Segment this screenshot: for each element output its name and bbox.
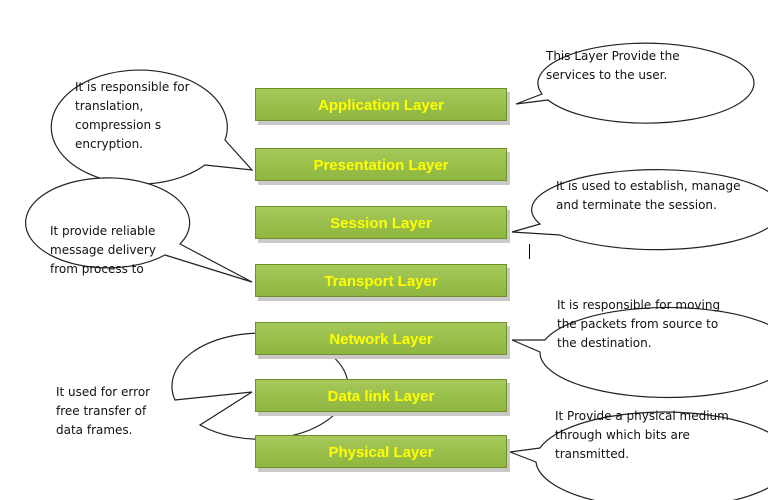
bubble-line: It provide reliable bbox=[50, 224, 156, 238]
bubble-line: message delivery bbox=[50, 243, 156, 257]
layer-datalink: Data link Layer bbox=[255, 379, 507, 412]
bubble-text-physical: It Provide a physical medium through whi… bbox=[555, 407, 729, 464]
bubble-line: encryption. bbox=[75, 137, 144, 151]
layer-application: Application Layer bbox=[255, 88, 507, 121]
layer-physical: Physical Layer bbox=[255, 435, 507, 468]
layer-transport: Transport Layer bbox=[255, 264, 507, 297]
bubble-session bbox=[511, 169, 768, 251]
bubble-line: It is used to establish, manage bbox=[556, 179, 741, 193]
bubble-line: translation, bbox=[75, 99, 144, 113]
bubble-line: the packets from source to bbox=[557, 317, 719, 331]
bubble-text-datalink: It used for error free transfer of data … bbox=[56, 383, 150, 440]
bubble-line: It is responsible for bbox=[75, 80, 190, 94]
bubble-line: transmitted. bbox=[555, 447, 630, 461]
layer-network: Network Layer bbox=[255, 322, 507, 355]
bubble-line: services to the user. bbox=[546, 68, 668, 82]
bubble-text-presentation: It is responsible for translation, compr… bbox=[75, 78, 190, 154]
bubble-line: through which bits are bbox=[555, 428, 690, 442]
bubble-line: the destination. bbox=[557, 336, 652, 350]
bubble-text-session: It is used to establish, manage and term… bbox=[556, 177, 740, 215]
bubble-line: It is responsible for moving bbox=[557, 298, 721, 312]
bubble-network bbox=[511, 306, 768, 399]
bubble-line: from process to bbox=[50, 262, 144, 276]
bubble-text-transport: It provide reliable message delivery fro… bbox=[50, 222, 156, 279]
bubble-physical bbox=[509, 411, 768, 500]
bubble-line: It Provide a physical medium bbox=[555, 409, 729, 423]
layer-session: Session Layer bbox=[255, 206, 507, 239]
bubble-text-network: It is responsible for moving the packets… bbox=[557, 296, 720, 353]
bubble-line: This Layer Provide the bbox=[546, 49, 680, 63]
bubble-line: free transfer of bbox=[56, 404, 147, 418]
layer-presentation: Presentation Layer bbox=[255, 148, 507, 181]
bubble-text-application: This Layer Provide the services to the u… bbox=[546, 47, 680, 85]
bubble-line: and terminate the session. bbox=[556, 198, 717, 212]
bubble-line: compression s bbox=[75, 118, 162, 132]
bubble-application bbox=[515, 42, 755, 124]
bubble-line: data frames. bbox=[56, 423, 133, 437]
bubble-line: It used for error bbox=[56, 385, 151, 399]
bubble-transport bbox=[25, 177, 253, 283]
text-cursor bbox=[529, 244, 530, 259]
